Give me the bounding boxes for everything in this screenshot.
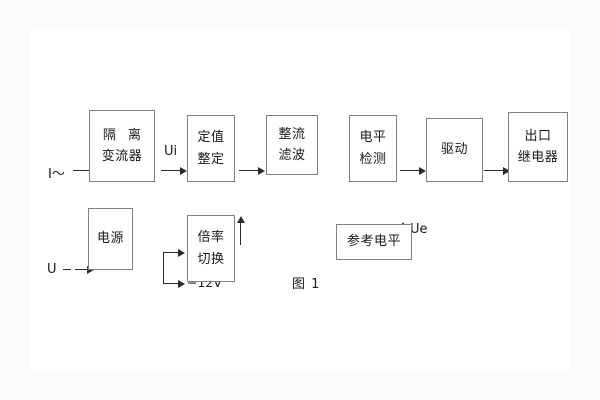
level-to-drive-arrowhead — [419, 166, 426, 175]
block-label-line1: 出口 — [524, 128, 552, 144]
ue-signal-label: Ue — [410, 222, 428, 237]
drive-to-relay-line — [484, 170, 504, 171]
block-drive: 驱动 — [426, 118, 483, 182]
block-label-line1: 参考电平 — [346, 234, 401, 250]
voltage-input-lead-2 — [75, 269, 88, 270]
input-current-line — [73, 170, 94, 171]
level-to-drive-line — [400, 170, 420, 171]
block-power-supply: 电源 — [88, 208, 133, 270]
block-setting-value: 定值整定 — [187, 115, 235, 182]
figure-caption: 图 1 — [292, 277, 321, 292]
ui-line — [161, 170, 181, 171]
minus12v-arrowhead — [178, 279, 185, 288]
ui-arrowhead — [180, 166, 187, 175]
diagram-panel: I～ Ui Uo U +12V −12V — [30, 30, 570, 370]
power-bus-line — [163, 252, 164, 283]
plus12v-line — [163, 252, 179, 253]
setting-to-rectify-line — [239, 170, 259, 171]
block-ratio-switch: 倍率切换 — [187, 215, 235, 282]
ratio-to-setting-arrowhead — [236, 216, 245, 223]
block-rectify-filter: 整流滤波 — [266, 115, 318, 175]
block-label-line1: 驱动 — [440, 142, 468, 158]
setting-to-rectify-arrowhead — [258, 166, 265, 175]
block-reference-level: 参考电平 — [336, 224, 412, 260]
block-output-relay: 出口继电器 — [508, 112, 568, 182]
block-label-line2: 变流器 — [101, 149, 143, 164]
block-level-detect: 电平检测 — [349, 115, 397, 182]
drive-to-relay-arrowhead — [503, 166, 510, 175]
block-label-line2: 检测 — [359, 151, 387, 167]
block-label-line1: 定值 — [197, 130, 225, 146]
block-label-line2: 继电器 — [517, 150, 559, 165]
block-label-line1: 倍率 — [197, 230, 225, 246]
plus12v-arrowhead — [178, 248, 185, 257]
block-label-line1: 电源 — [96, 231, 124, 247]
ui-signal-label: Ui — [164, 144, 178, 159]
current-input-label: I～ — [48, 167, 65, 182]
block-label-line2: 滤波 — [278, 148, 306, 163]
block-label-line1: 隔 离 — [102, 127, 146, 143]
block-isolation-ct: 隔 离变流器 — [89, 110, 155, 182]
block-label-line1: 电平 — [359, 130, 387, 146]
voltage-input-label: U — [47, 262, 57, 277]
ratio-to-setting-line — [240, 222, 241, 245]
voltage-input-lead-1 — [63, 269, 71, 270]
block-label-line1: 整流 — [278, 126, 306, 142]
block-label-line2: 整定 — [197, 151, 225, 167]
minus12v-line — [163, 283, 179, 284]
block-label-line2: 切换 — [197, 251, 225, 267]
